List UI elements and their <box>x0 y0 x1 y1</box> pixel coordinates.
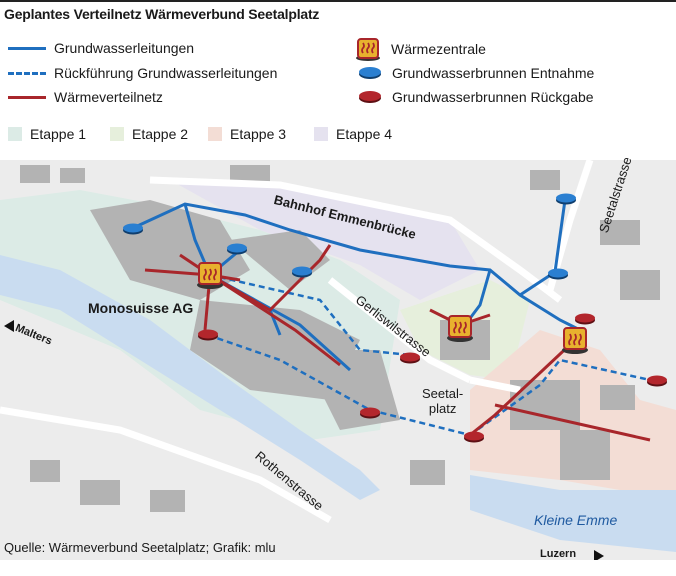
map-title: Geplantes Verteilnetz Wärmeverbund Seeta… <box>4 6 320 22</box>
legend-label: Etappe 2 <box>132 126 189 142</box>
return-lines <box>207 273 651 437</box>
legend-well-out: Grundwasserbrunnen Entnahme <box>358 65 594 81</box>
legend-label: Grundwasserbrunnen Entnahme <box>392 65 595 81</box>
stage-4-swatch <box>314 127 328 141</box>
legend-dashed-line-icon <box>8 71 46 75</box>
legend-label: Grundwasserleitungen <box>54 40 195 56</box>
seetalplatz-label: Seetal- platz <box>422 386 464 416</box>
legend-return: Rückführung Grundwasserleitungen <box>8 65 277 81</box>
map-canvas <box>0 160 676 560</box>
legend-label: Etappe 1 <box>30 126 87 142</box>
legend-stage-4: Etappe 4 <box>314 126 392 142</box>
roads <box>0 160 594 524</box>
heat-network <box>144 244 651 442</box>
source-footer: Quelle: Wärmeverbund Seetalplatz; Grafik… <box>4 540 276 555</box>
heat-central-icon <box>356 38 380 61</box>
stage-3-swatch <box>208 127 222 141</box>
legend-red-line-icon <box>8 95 46 99</box>
stage-2-swatch <box>110 127 124 141</box>
legend-stage-3: Etappe 3 <box>208 126 286 142</box>
stage-1-swatch <box>8 127 22 141</box>
top-rule <box>0 0 676 2</box>
legend-label: Rückführung Grundwasserleitungen <box>54 65 278 81</box>
legend-well-back: Grundwasserbrunnen Rückgabe <box>358 89 594 105</box>
legend-central: Wärmezentrale <box>353 36 486 62</box>
legend-label: Etappe 3 <box>230 126 287 142</box>
well-out-icon <box>359 67 381 79</box>
luzern-label: Luzern <box>540 548 577 560</box>
legend-label: Wärmezentrale <box>391 41 486 57</box>
heat-centrals <box>197 262 588 354</box>
river-kleine-emme <box>470 475 676 552</box>
well-back-icon <box>359 91 381 103</box>
wells-back <box>198 313 667 443</box>
legend-heatnet: Wärmeverteilnetz <box>8 89 163 105</box>
monosuisse-label: Monosuisse AG <box>88 300 194 316</box>
legend-stage-2: Etappe 2 <box>110 126 188 142</box>
legend-label: Etappe 4 <box>336 126 393 142</box>
wells-out <box>123 193 576 280</box>
legend-label: Wärmeverteilnetz <box>54 89 163 105</box>
river-upper <box>0 255 380 500</box>
kleine-emme-label: Kleine Emme <box>534 512 618 528</box>
legend-groundwater: Grundwasserleitungen <box>8 40 194 56</box>
legend-label: Grundwasserbrunnen Rückgabe <box>392 89 594 105</box>
legend-solid-line-icon <box>8 46 46 50</box>
direction-arrows <box>4 320 604 560</box>
legend-stage-1: Etappe 1 <box>8 126 86 142</box>
